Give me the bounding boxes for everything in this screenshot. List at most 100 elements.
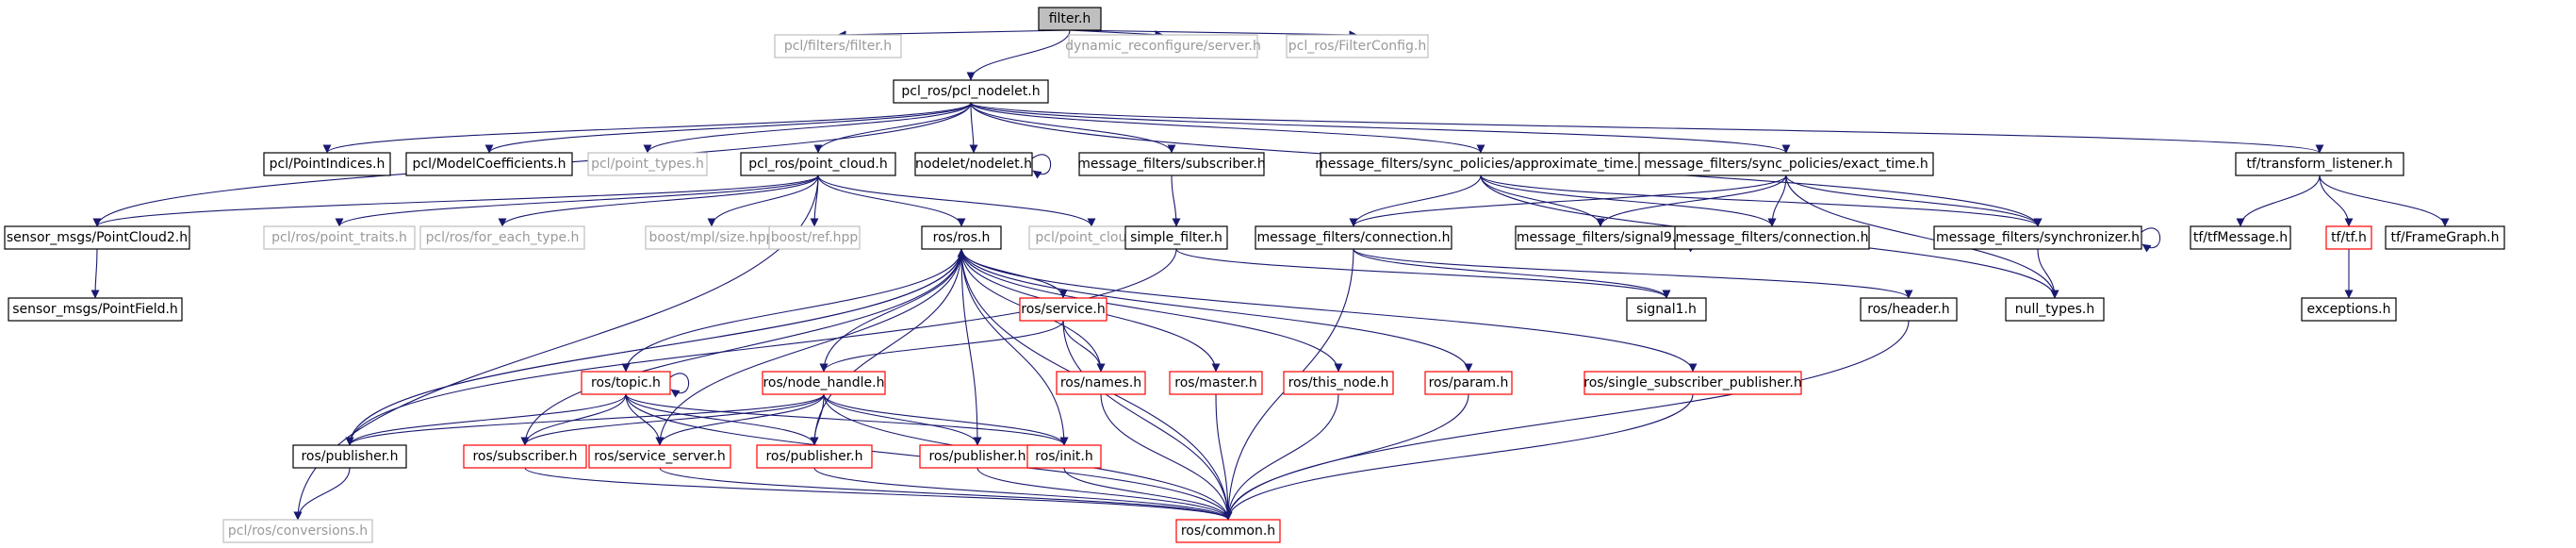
node-box [292,444,407,469]
node-ros_header[interactable]: ros/header.h [1860,297,1958,322]
node-ros_init[interactable]: ros/init.h [1026,444,1102,469]
node-box [1038,7,1102,31]
node-box [1515,225,1686,250]
node-label: message_filters/connection.h [1257,230,1451,245]
edge-mf_synchronizer-to-mf_synchronizer [2141,227,2161,253]
edge-ros_h-to-ros_ssp [960,248,1698,373]
node-point_cloud_ros[interactable]: pcl_ros/point_cloud.h [740,152,896,176]
node-null_types[interactable]: null_types.h [2005,297,2105,322]
node-label: pcl/point_cloud.h [1035,230,1147,245]
edge-sp_approx-to-mf_connection_b [1480,174,1777,227]
node-point_indices[interactable]: pcl/PointIndices.h [263,152,391,176]
edge-ros_topic-to-ros_subscriber [520,393,627,446]
edge-sp_exact-to-mf_connection_b [1767,174,1787,227]
node-filter_h[interactable]: filter.h [1038,7,1102,31]
node-label: tf/tf.h [2331,230,2367,245]
node-nodelet[interactable]: nodelet/nodelet.h [914,152,1033,176]
edge-ros_topic-to-ros_topic [669,373,690,398]
node-ros_ssp[interactable]: ros/single_subscriber_publisher.h [1583,371,1802,395]
node-box [1638,152,1934,176]
edge-ros_topic-to-ros_init [625,393,1069,446]
edge-ros_service_server-to-ros_common [659,467,1233,521]
node-simple_filter[interactable]: simple_filter.h [1124,225,1228,250]
node-box [222,519,373,543]
node-box [1933,225,2142,250]
node-label: message_filters/signal9.h [1517,230,1684,245]
nodes-layer: filter.hpcl/filters/filter.hpcl_ros/pcl_… [4,7,2505,543]
edge-ros_h-to-ros_init [960,248,1069,446]
node-box [893,79,1049,104]
node-box [1056,371,1146,395]
edge-point_cloud_ros-to-pc2 [92,174,819,227]
node-ros_publisher_b[interactable]: ros/publisher.h [756,444,873,469]
node-mf_connection_b[interactable]: message_filters/connection.h [1674,225,1870,250]
node-ros_h[interactable]: ros/ros.h [921,225,1002,250]
node-ros_service_server[interactable]: ros/service_server.h [588,444,731,469]
edge-simple_filter-to-ros_publisher_main [345,248,1177,446]
node-ros_subscriber[interactable]: ros/subscriber.h [463,444,587,469]
node-label: ros/names.h [1060,375,1141,390]
node-box [2005,297,2105,322]
node-box [463,444,587,469]
node-ros_this_node[interactable]: ros/this_node.h [1283,371,1394,395]
node-exceptions[interactable]: exceptions.h [2301,297,2397,322]
node-label: tf/FrameGraph.h [2390,230,2499,245]
node-mf_connection_a[interactable]: message_filters/connection.h [1255,225,1452,250]
node-ros_names[interactable]: ros/names.h [1056,371,1146,395]
node-pcl_nodelet[interactable]: pcl_ros/pcl_nodelet.h [893,79,1049,104]
node-box [1019,297,1108,322]
edge-ros_init-to-ros_common [1063,467,1233,521]
edge-ros_h-to-ros_topic [621,248,962,373]
node-sp_approx[interactable]: message_filters/sync_policies/approximat… [1315,152,1647,176]
edge-sp_exact-to-null_types [1785,174,2059,299]
edge-point_cloud_ros-to-mpl_size [707,174,819,227]
node-box [740,152,896,176]
node-tf_listener[interactable]: tf/transform_listener.h [2235,152,2404,176]
node-signal1[interactable]: signal1.h [1626,297,1707,322]
edge-pcl_nodelet-to-point_indices [322,102,972,154]
node-box [1424,371,1513,395]
edge-ros_this_node-to-ros_common [1223,393,1339,521]
edge-nodelet-to-nodelet [1031,154,1052,179]
node-ros_publisher_c[interactable]: ros/publisher.h [919,444,1036,469]
edge-mf_synchronizer-to-null_types [2037,248,2059,299]
node-ros_master[interactable]: ros/master.h [1169,371,1263,395]
node-ros_node_handle[interactable]: ros/node_handle.h [762,371,886,395]
node-ros_common[interactable]: ros/common.h [1175,519,1281,543]
node-ros_service[interactable]: ros/service.h [1019,297,1108,322]
node-label: ros/publisher.h [765,449,862,464]
edges-layer [90,29,2450,521]
node-box [581,371,671,395]
edge-ros_h-to-ros_publisher_c [960,248,982,446]
node-box [1286,34,1429,58]
node-box [774,34,902,58]
node-tf_framegraph[interactable]: tf/FrameGraph.h [2385,225,2505,250]
node-ros_publisher_main[interactable]: ros/publisher.h [292,444,407,469]
edge-ros_topic-to-ros_publisher_main [345,393,627,446]
edge-ros_service-to-ros_common [1062,320,1233,521]
node-tf_tf[interactable]: tf/tf.h [2325,225,2372,250]
node-box [263,152,391,176]
node-sp_exact[interactable]: message_filters/sync_policies/exact_time… [1638,152,1934,176]
node-ros_param[interactable]: ros/param.h [1424,371,1513,395]
edge-ros_node_handle-to-ros_service_server [655,393,825,446]
node-label: message_filters/connection.h [1676,230,1869,245]
node-model_coeff[interactable]: pcl/ModelCoefficients.h [405,152,573,176]
node-mf_synchronizer[interactable]: message_filters/synchronizer.h [1933,225,2142,250]
node-label: pcl/PointIndices.h [270,157,386,172]
edge-ros_publisher_main-to-ros_h [349,248,966,446]
node-label: signal1.h [1636,302,1697,317]
node-pc2[interactable]: sensor_msgs/PointCloud2.h [4,225,190,250]
edge-simple_filter-to-signal1 [1175,248,1671,299]
node-box [1175,519,1281,543]
edge-mf_subscriber-to-simple_filter [1171,174,1181,227]
node-ros_topic[interactable]: ros/topic.h [581,371,671,395]
edge-tf_listener-to-tf_tf [2319,174,2354,227]
node-point_field[interactable]: sensor_msgs/PointField.h [8,297,183,322]
node-label: pcl/point_types.h [591,157,704,172]
node-box [8,297,183,322]
node-tf_message[interactable]: tf/tfMessage.h [2190,225,2291,250]
node-box [2190,225,2291,250]
node-mf_subscriber[interactable]: message_filters/subscriber.h [1077,152,1266,176]
node-mf_signal9[interactable]: message_filters/signal9.h [1515,225,1686,250]
